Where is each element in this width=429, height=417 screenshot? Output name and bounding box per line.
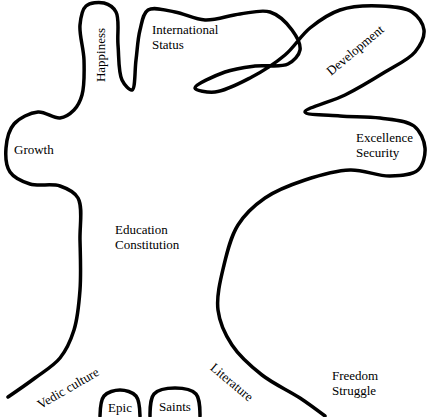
tree-label: Education Constitution [115, 222, 179, 252]
tree-outline [150, 388, 200, 416]
tree-outline [6, 2, 425, 416]
tree-label: Excellence Security [356, 130, 413, 160]
tree-label: Development [323, 22, 386, 79]
tree-label: Growth [14, 142, 54, 157]
tree-label: International Status [152, 22, 218, 52]
tree-label: Freedom Struggle [332, 368, 378, 398]
tree-label: Epic [108, 400, 132, 415]
tree-label: Happiness [93, 28, 108, 82]
tree-outline [100, 390, 140, 416]
tree-label: Saints [159, 399, 191, 414]
